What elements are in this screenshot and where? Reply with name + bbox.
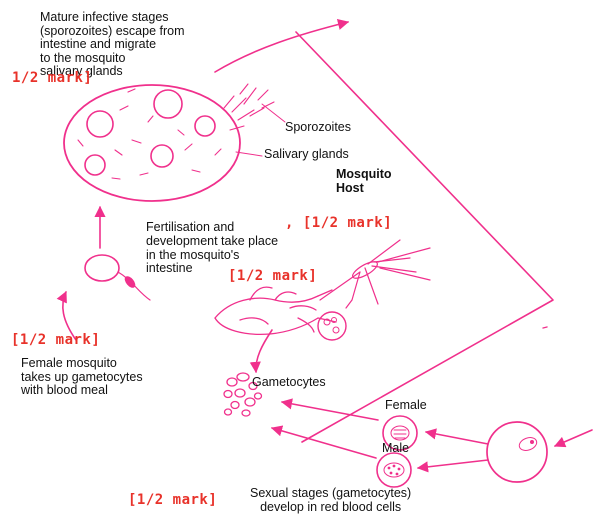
label-female-mosquito: Female mosquito takes up gametocytes wit… bbox=[21, 357, 143, 398]
arrow-bloodmeal-down bbox=[256, 330, 272, 372]
oocyst-4 bbox=[85, 155, 105, 175]
label-mature-stages: Mature infective stages (sporozoites) es… bbox=[40, 11, 185, 79]
mark-annotation-3: [1/2 mark] bbox=[228, 268, 317, 284]
mark-annotation-5: [1/2 mark] bbox=[128, 492, 217, 508]
male-gametocyte-cell bbox=[377, 453, 411, 487]
label-female: Female bbox=[385, 399, 427, 413]
label-sporozoites: Sporozoites bbox=[285, 121, 351, 135]
arrow-rbc-to-female bbox=[426, 432, 488, 444]
host-boundary-line bbox=[296, 32, 553, 442]
label-male: Male bbox=[382, 442, 409, 456]
oocyst-5 bbox=[195, 116, 215, 136]
oocyst-1 bbox=[87, 111, 113, 137]
pointer-sporozoites bbox=[262, 104, 285, 122]
oocyst-2 bbox=[154, 90, 182, 118]
sporozoite-squiggles bbox=[78, 84, 274, 179]
arrow-into-rbc bbox=[555, 430, 592, 446]
arrow-female-to-cluster bbox=[282, 402, 378, 420]
red-blood-cell bbox=[487, 422, 547, 482]
zygote bbox=[85, 255, 119, 281]
blood-drop-lens bbox=[318, 312, 346, 340]
oocyst-3 bbox=[151, 145, 173, 167]
salivary-gland-oval bbox=[64, 85, 240, 201]
arrow-rbc-to-male bbox=[418, 460, 488, 468]
mark-annotation-1: 1/2 mark] bbox=[12, 70, 92, 86]
label-mosquito-host: Mosquito Host bbox=[336, 168, 392, 195]
mosquito-sketch bbox=[320, 240, 430, 308]
label-salivary-glands: Salivary glands bbox=[264, 148, 349, 162]
mark-annotation-4: [1/2 mark] bbox=[11, 332, 100, 348]
mark-annotation-2: , [1/2 mark] bbox=[285, 215, 392, 231]
ookinete-body bbox=[124, 275, 136, 288]
small-tick bbox=[543, 327, 547, 328]
label-fertilisation: Fertilisation and bbox=[146, 221, 234, 235]
label-sexual-stages: Sexual stages (gametocytes) develop in r… bbox=[250, 487, 411, 514]
pointer-salivary bbox=[236, 152, 262, 156]
arrow-male-to-cluster bbox=[272, 428, 376, 458]
label-gametocytes: Gametocytes bbox=[252, 376, 326, 390]
